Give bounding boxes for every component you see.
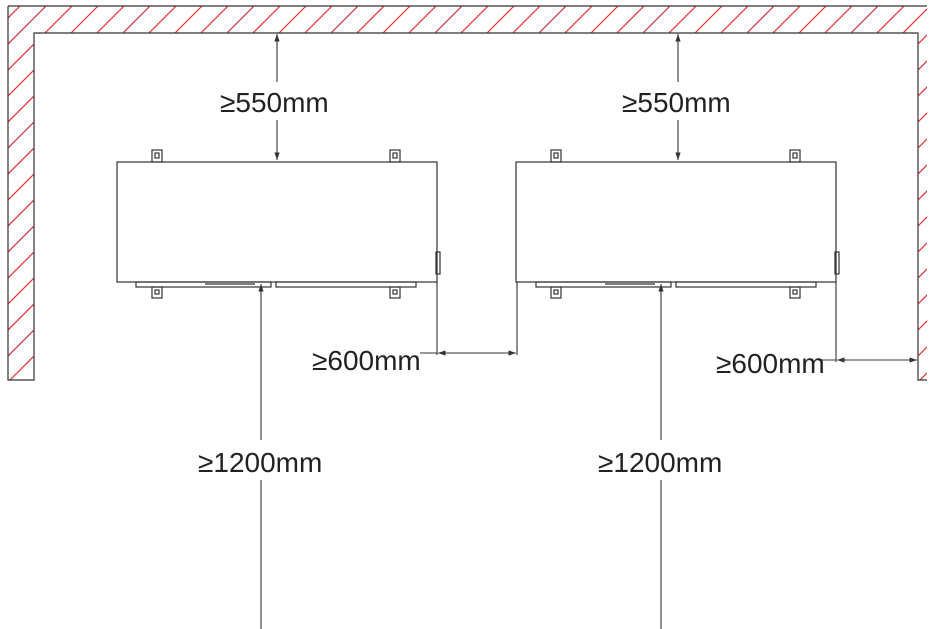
hatch-line xyxy=(73,6,495,380)
hatch-line xyxy=(8,6,287,380)
dimension-labels: ≥550mm ≥550mm ≥600mm ≥600mm ≥1200mm ≥120… xyxy=(198,87,825,478)
hatch-line xyxy=(827,6,927,380)
hatch-line xyxy=(489,6,911,380)
hatch-line xyxy=(8,6,365,380)
hatch-line xyxy=(905,6,927,380)
label-top-left: ≥550mm xyxy=(220,87,329,118)
hatch-line xyxy=(8,6,131,380)
label-front-right: ≥1200mm xyxy=(598,447,722,478)
unit-right xyxy=(515,149,840,299)
hatch-line xyxy=(8,6,339,380)
hatch-line xyxy=(879,6,927,380)
hatch-line xyxy=(8,6,183,380)
label-side-between: ≥600mm xyxy=(312,345,421,376)
hatch-line xyxy=(229,6,651,380)
label-front-left: ≥1200mm xyxy=(198,447,322,478)
hatch-line xyxy=(99,6,521,380)
hatch-line xyxy=(8,6,261,380)
label-side-right: ≥600mm xyxy=(716,348,825,379)
hatch-line xyxy=(8,6,79,380)
label-masks xyxy=(196,82,738,480)
dimension-lines xyxy=(258,34,917,629)
hatch-line xyxy=(8,6,27,380)
hatch-line xyxy=(8,6,209,380)
hatch-line xyxy=(8,6,313,380)
hatch-line xyxy=(853,6,927,380)
unit-left xyxy=(116,149,441,299)
label-top-right: ≥550mm xyxy=(622,87,731,118)
